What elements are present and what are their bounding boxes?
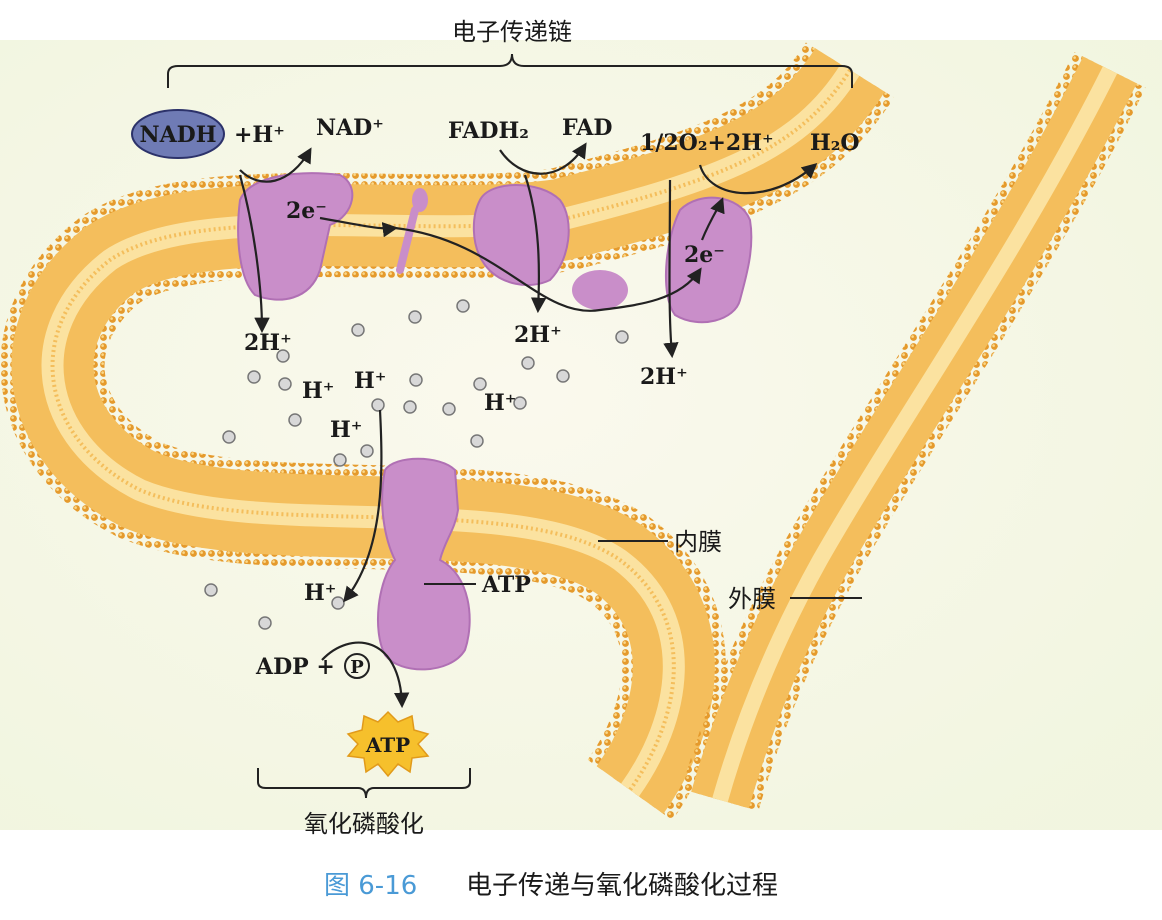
fad-label: FAD xyxy=(562,115,612,141)
bottom-bracket-label: 氧化磷酸化 xyxy=(304,810,424,838)
plus-h-label: +H⁺ xyxy=(234,122,285,148)
complex-iv xyxy=(665,196,753,324)
ubiquinone xyxy=(396,188,428,274)
atp-product-label: ATP xyxy=(365,733,410,757)
atp-synthase-label: ATP xyxy=(481,572,531,598)
nad-plus-label: NAD⁺ xyxy=(316,115,384,141)
h-label-4: H⁺ xyxy=(484,390,516,416)
electrons-label-1: 2e⁻ xyxy=(286,198,327,224)
reaction-arrows xyxy=(238,142,818,709)
top-bracket xyxy=(167,53,853,88)
complex-i xyxy=(237,172,354,301)
fadh2-label: FADH₂ xyxy=(448,118,529,144)
caption-text: 电子传递与氧化磷酸化过程 xyxy=(466,871,778,901)
atp-star xyxy=(346,710,430,778)
electrons-label-2: 2e⁻ xyxy=(684,242,725,268)
nadh-label: NADH xyxy=(139,122,216,148)
caption-number: 图 6-16 xyxy=(324,871,417,901)
atp-synthase xyxy=(376,457,471,671)
protons-label-3: 2H⁺ xyxy=(640,364,688,390)
h-label-1: H⁺ xyxy=(302,378,334,404)
h-label-5: H⁺ xyxy=(304,580,336,606)
outer-membrane-label: 外膜 xyxy=(728,585,776,613)
water-label: H₂O xyxy=(810,130,860,156)
protons-label-1: 2H⁺ xyxy=(244,330,292,356)
inner-membrane xyxy=(0,41,895,821)
outer-membrane xyxy=(681,52,1146,811)
inner-membrane-label: 内膜 xyxy=(674,528,722,556)
adp-label: ADP + xyxy=(255,654,335,680)
phosphate-label: P xyxy=(350,657,364,678)
protons-label-2: 2H⁺ xyxy=(514,322,562,348)
top-bracket-label: 电子传递链 xyxy=(452,18,572,46)
h-label-2: H⁺ xyxy=(354,368,386,394)
bottom-bracket xyxy=(257,768,471,799)
proton-dots xyxy=(204,299,629,630)
nadh-oval xyxy=(131,109,225,159)
phosphate-circle xyxy=(344,653,370,679)
h-label-3: H⁺ xyxy=(330,417,362,443)
oxygen-label: 1/2O₂+2H⁺ xyxy=(640,130,774,156)
